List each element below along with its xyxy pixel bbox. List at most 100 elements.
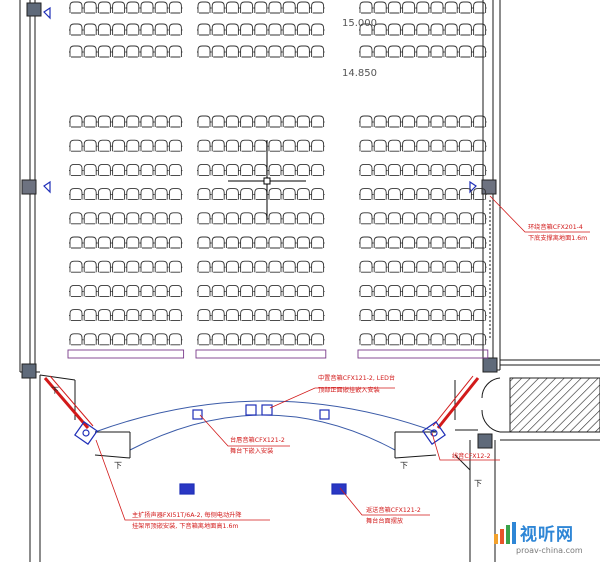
seat <box>225 115 240 128</box>
seat <box>97 212 112 225</box>
seat <box>359 212 373 225</box>
seating-area <box>67 1 489 359</box>
seat <box>140 1 154 14</box>
seat <box>415 139 430 152</box>
seat <box>239 163 254 176</box>
seat <box>154 309 169 322</box>
seat <box>154 236 169 249</box>
seat <box>111 45 126 58</box>
seat <box>268 115 282 128</box>
seat <box>282 163 297 176</box>
seat <box>359 1 373 14</box>
seat <box>387 1 402 14</box>
seat <box>458 284 473 297</box>
seat <box>282 309 297 322</box>
seat <box>140 188 154 201</box>
seat <box>253 163 268 176</box>
seat <box>310 139 325 152</box>
seat <box>282 115 297 128</box>
left-wall <box>19 0 76 562</box>
seat <box>472 212 487 225</box>
seat <box>282 1 297 14</box>
seat <box>268 1 282 14</box>
seat <box>83 1 98 14</box>
elevation-15000: 15.000 <box>342 18 377 29</box>
seat <box>239 309 254 322</box>
watermark: 视听网 proav-china.com <box>490 516 600 562</box>
seat <box>430 212 444 225</box>
seat <box>268 23 282 36</box>
seat <box>401 260 416 273</box>
seat <box>282 212 297 225</box>
seat <box>373 188 388 201</box>
seat <box>125 45 140 58</box>
seat <box>211 284 226 297</box>
seat <box>211 188 226 201</box>
seat <box>125 1 140 14</box>
seat <box>373 260 388 273</box>
seat <box>310 333 325 346</box>
seat <box>387 45 402 58</box>
annotation-monitor-line1: 返送音箱CFX121-2 <box>366 506 421 514</box>
seat <box>197 45 211 58</box>
seat <box>387 284 402 297</box>
seat <box>458 23 473 36</box>
seat <box>472 188 487 201</box>
seating-riser-center <box>195 349 327 359</box>
seat <box>97 163 112 176</box>
seat <box>282 188 297 201</box>
cad-crosshair <box>228 140 306 220</box>
seat <box>296 45 311 58</box>
seat <box>111 333 126 346</box>
seat <box>83 163 98 176</box>
annotation-main-speakers-line1: 主扩扬声器FXI51T/6A-2, 每侧电动升降 <box>132 511 242 519</box>
seat <box>310 163 325 176</box>
seat <box>239 212 254 225</box>
seat <box>211 309 226 322</box>
seat <box>69 188 83 201</box>
seat <box>197 212 211 225</box>
seat <box>296 260 311 273</box>
seat <box>430 115 444 128</box>
seat <box>69 284 83 297</box>
seat <box>111 139 126 152</box>
seat <box>444 236 459 249</box>
leader-lines <box>95 195 590 521</box>
seat <box>168 284 183 297</box>
seat <box>373 1 388 14</box>
seat <box>97 115 112 128</box>
seat <box>472 260 487 273</box>
seat <box>140 260 154 273</box>
seat <box>253 1 268 14</box>
seat <box>111 212 126 225</box>
seat <box>268 236 282 249</box>
seat <box>97 309 112 322</box>
seat <box>268 333 282 346</box>
seat <box>69 139 83 152</box>
annotation-center-speaker-line2: 顶部正面嵌挂嵌入安装 <box>318 386 380 394</box>
seat <box>225 333 240 346</box>
seat <box>253 188 268 201</box>
seat <box>69 212 83 225</box>
seat <box>154 1 169 14</box>
seat <box>197 260 211 273</box>
seat <box>387 23 402 36</box>
seat <box>359 284 373 297</box>
seat <box>225 139 240 152</box>
seat <box>472 284 487 297</box>
seat <box>310 23 325 36</box>
seat <box>225 284 240 297</box>
seat <box>168 163 183 176</box>
seat <box>253 45 268 58</box>
seat <box>140 236 154 249</box>
seat <box>268 139 282 152</box>
right-side-room <box>454 359 600 562</box>
seat <box>97 333 112 346</box>
seat <box>359 45 373 58</box>
annotation-side-speaker-line2: 下底支撑离地面1.6m <box>528 234 587 242</box>
seat <box>211 163 226 176</box>
seat <box>415 23 430 36</box>
seat <box>154 333 169 346</box>
seat <box>197 309 211 322</box>
